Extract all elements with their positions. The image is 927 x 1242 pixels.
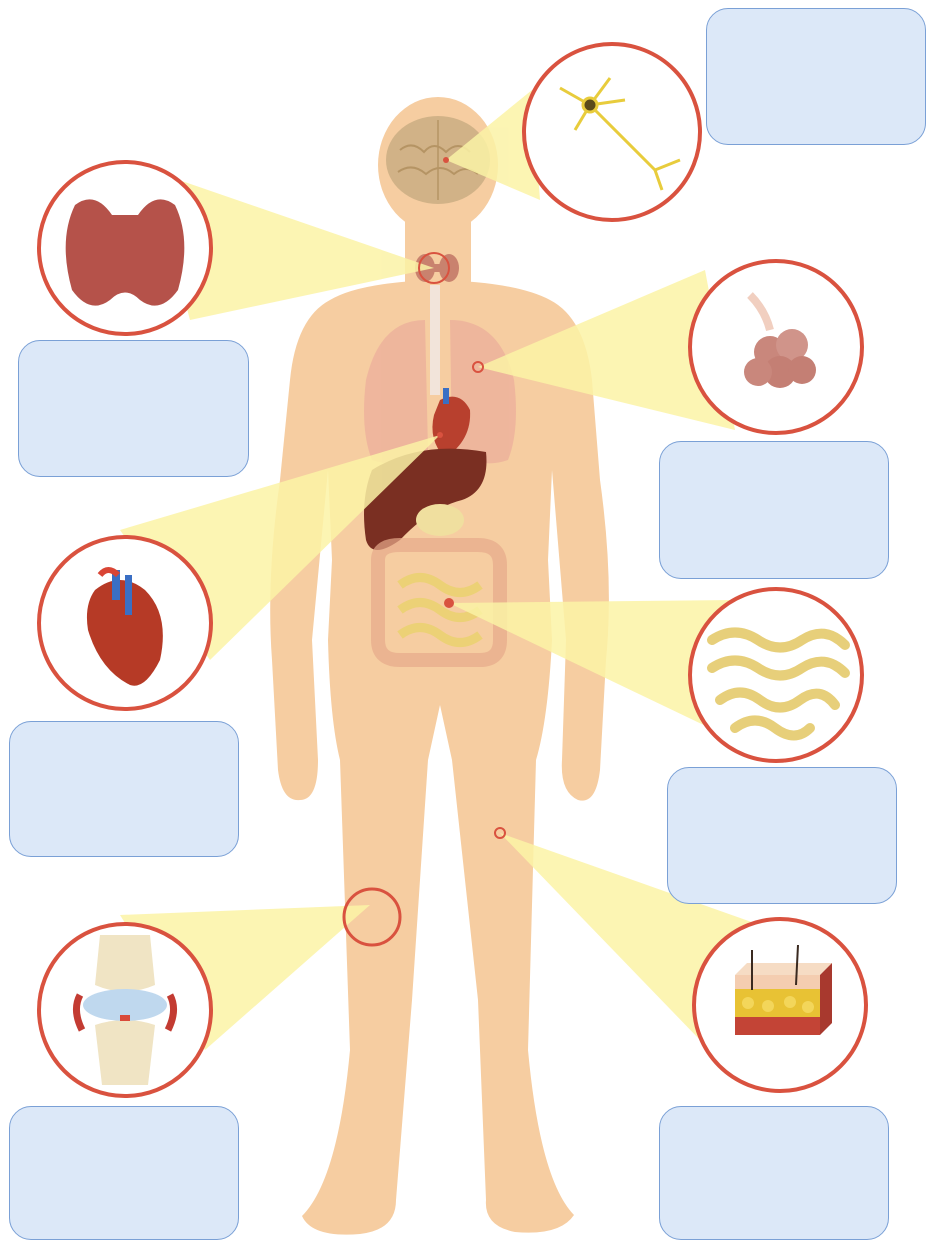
thyroid-callout xyxy=(39,162,211,334)
thyroid-gland-icon xyxy=(66,199,185,305)
skin-callout xyxy=(694,919,866,1091)
heart-marker xyxy=(437,432,443,438)
neuron-label-box[interactable] xyxy=(706,8,926,145)
intestine-callout xyxy=(690,589,862,761)
brain-marker xyxy=(443,157,449,163)
alveoli-label-box[interactable] xyxy=(659,441,889,579)
thyroid-label-box[interactable] xyxy=(18,340,249,477)
intestine-marker xyxy=(444,598,454,608)
knee-label-box[interactable] xyxy=(9,1106,239,1240)
neuron-callout xyxy=(524,44,700,220)
heart-callout xyxy=(39,537,211,709)
intestine-label-box[interactable] xyxy=(667,767,897,904)
heart-label-box[interactable] xyxy=(9,721,239,857)
skin-label-box[interactable] xyxy=(659,1106,889,1240)
alveoli-callout xyxy=(690,261,862,433)
trachea-organ xyxy=(430,285,440,395)
knee-callout xyxy=(39,924,211,1096)
